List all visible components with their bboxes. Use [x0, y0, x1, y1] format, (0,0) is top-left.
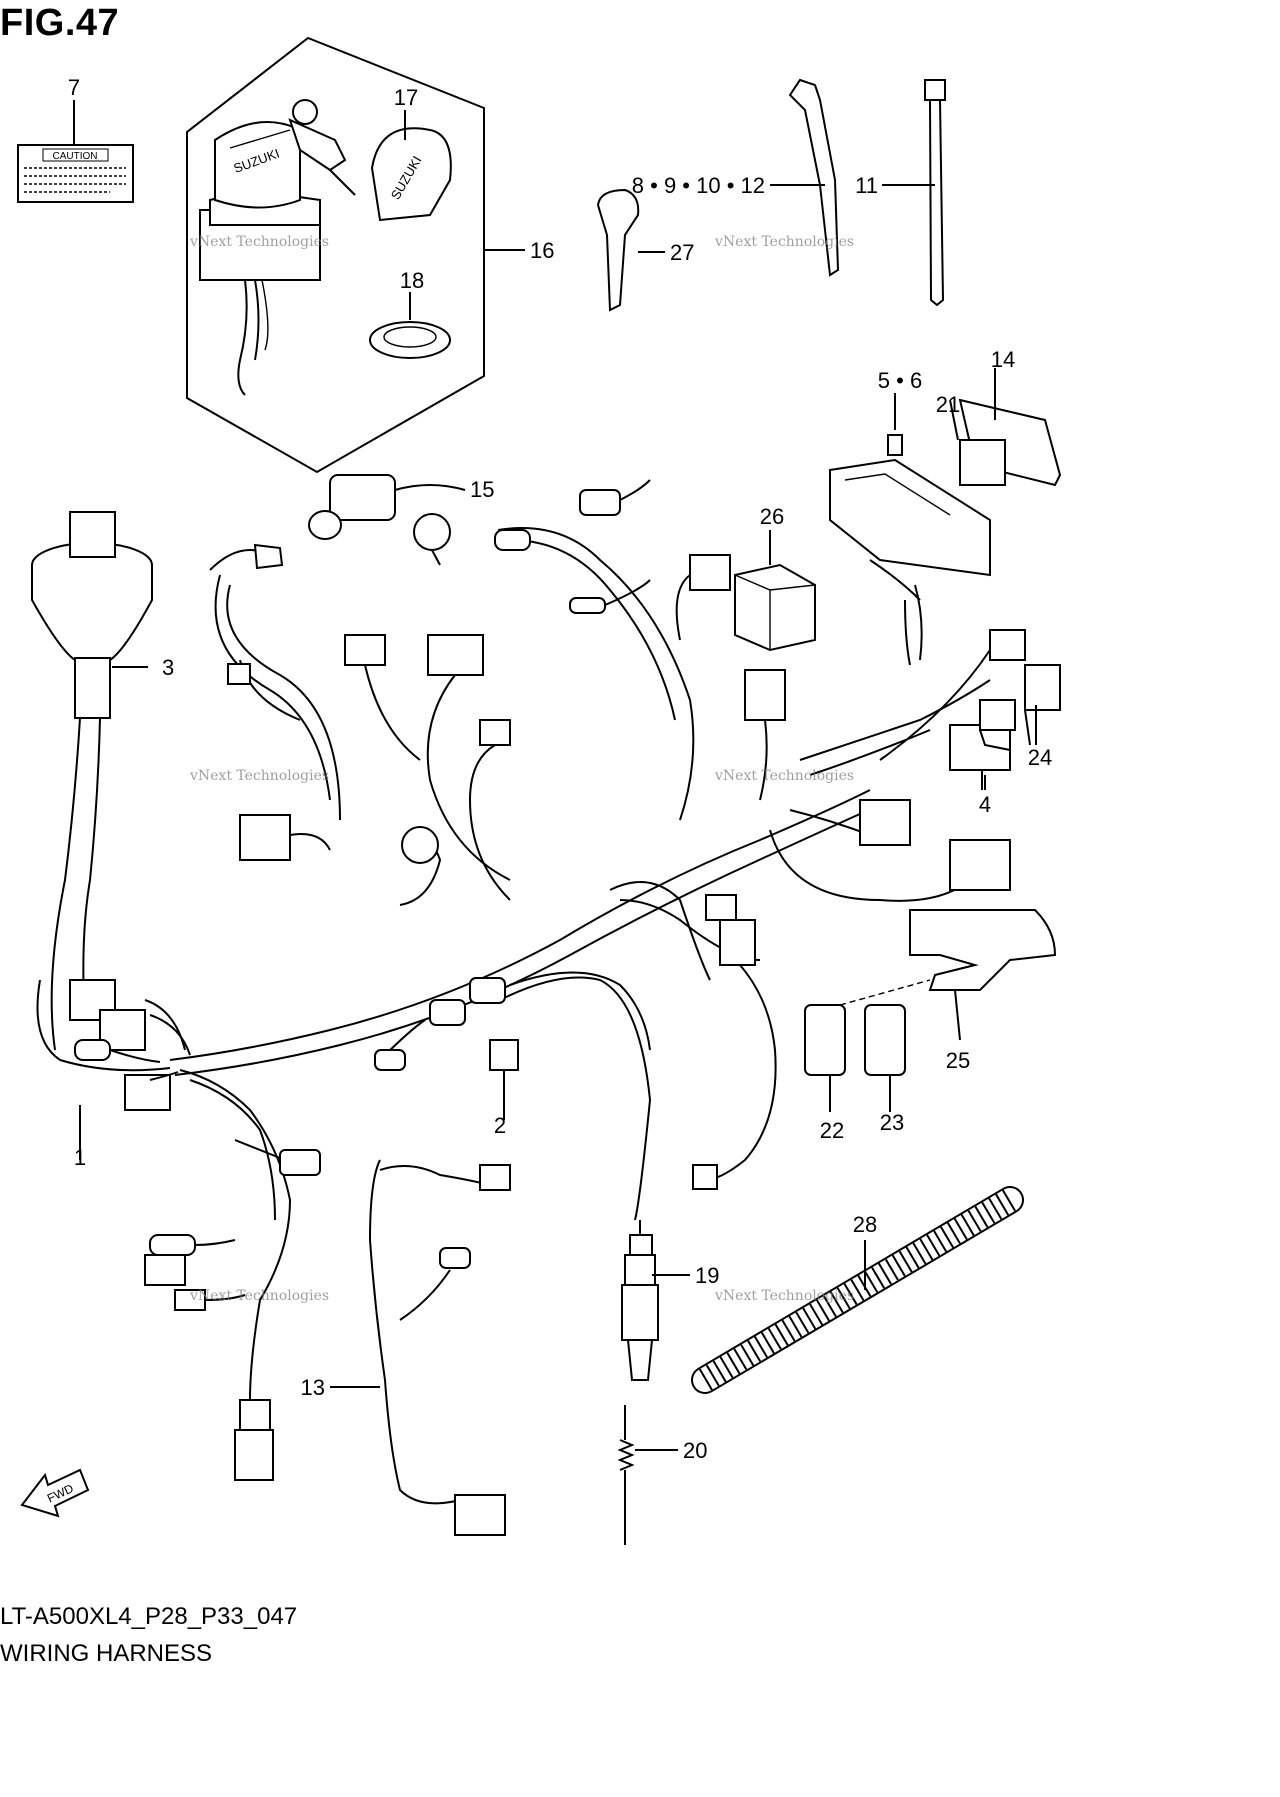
callout-26: 26	[760, 504, 784, 529]
relay-block-part	[734, 530, 816, 652]
svg-text:vNext Technologies: vNext Technologies	[714, 234, 854, 250]
callout-13: 13	[301, 1375, 325, 1400]
callout-28: 28	[853, 1212, 877, 1237]
callout-15: 15	[470, 477, 494, 502]
svg-text:vNext Technologies: vNext Technologies	[714, 768, 854, 784]
svg-text:vNext Technologies: vNext Technologies	[189, 768, 329, 784]
spring-part-20	[617, 1405, 678, 1545]
callout-8-9-10-12: 8 • 9 • 10 • 12	[632, 173, 765, 198]
callout-7: 7	[68, 75, 80, 100]
key-part	[596, 188, 665, 312]
caution-text: CAUTION	[53, 151, 98, 162]
figure-title: FIG.47	[0, 2, 120, 44]
callout-17: 17	[394, 85, 418, 110]
caution-label-part: CAUTION	[17, 100, 134, 203]
socket-part	[308, 474, 466, 566]
callout-16: 16	[530, 238, 554, 263]
sensor-part-19	[621, 1220, 690, 1381]
tie-band-part	[770, 78, 840, 277]
conduit-part-28	[691, 1186, 1024, 1394]
svg-text:vNext Technologies: vNext Technologies	[189, 1288, 329, 1304]
callout-25: 25	[946, 1048, 970, 1073]
callout-5-6: 5 • 6	[878, 368, 922, 393]
callout-22: 22	[820, 1118, 844, 1143]
callout-19: 19	[695, 1263, 719, 1288]
model-code: LT-A500XL4_P28_P33_047	[0, 1603, 298, 1630]
clamp-parts	[804, 909, 1057, 1112]
svg-text:vNext Technologies: vNext Technologies	[189, 234, 329, 250]
callout-21: 21	[936, 392, 960, 417]
connector-part-2	[489, 1039, 519, 1120]
leader-lines	[981, 709, 1031, 790]
watermarks: vNext Technologies vNext Technologies vN…	[189, 234, 854, 1304]
svg-text:vNext Technologies: vNext Technologies	[714, 1288, 854, 1304]
callout-24: 24	[1028, 745, 1052, 770]
cable-tie-part	[882, 79, 946, 307]
callout-20: 20	[683, 1438, 707, 1463]
diagram-caption: WIRING HARNESS	[0, 1640, 213, 1667]
main-harness	[36, 479, 1061, 1481]
fwd-arrow-icon: FWD	[20, 1468, 90, 1518]
ignition-kit-box: SUZUKI SUZUKI	[186, 36, 525, 474]
callout-27: 27	[670, 240, 694, 265]
callout-4: 4	[979, 792, 991, 817]
callout-14: 14	[991, 347, 1015, 372]
callout-11: 11	[855, 173, 878, 198]
callout-3: 3	[162, 655, 174, 680]
callout-2: 2	[494, 1113, 506, 1138]
fuse-relay-group	[829, 368, 1062, 666]
callout-18: 18	[400, 268, 424, 293]
callout-23: 23	[880, 1110, 904, 1135]
main-connector-part	[31, 511, 153, 1051]
callout-labels: 1 2 3 4 5 • 6 7 8 • 9 • 10 • 12 11 13 14…	[68, 75, 1052, 1463]
sub-harness-13	[330, 1159, 511, 1536]
callout-1: 1	[74, 1145, 86, 1170]
